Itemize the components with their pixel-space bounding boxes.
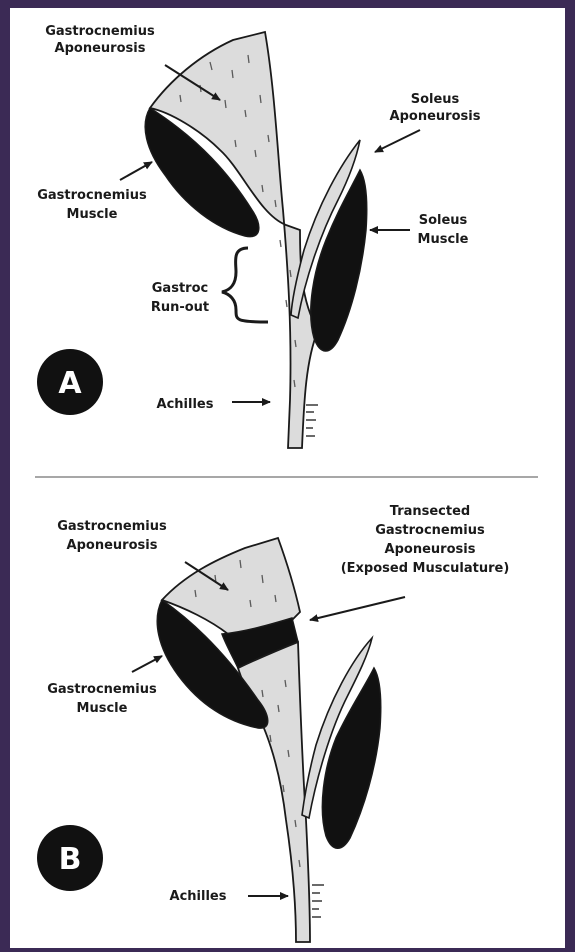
panel-b-achilles-ticks xyxy=(312,885,324,917)
panel-b-label-transected-1: Transected xyxy=(390,504,470,519)
panel-b-soleus-muscle xyxy=(322,668,380,848)
anatomy-diagram: A Gastrocnemius Aponeurosis Soleus Apone… xyxy=(10,8,565,948)
panel-b-label-gastroc-muscle-1: Gastrocnemius xyxy=(47,682,157,697)
panel-a-badge-label: A xyxy=(58,366,82,401)
panel-a-gastroc-aponeurosis xyxy=(150,32,318,448)
panel-a-label-runout-2: Run-out xyxy=(151,300,209,315)
panel-b-label-gastroc-apon-2: Aponeurosis xyxy=(67,538,158,553)
panel-a-label-soleus-apon-1: Soleus xyxy=(411,92,460,107)
panel-a-label-soleus-muscle-1: Soleus xyxy=(419,213,468,228)
panel-a-label-runout-1: Gastroc xyxy=(152,281,208,296)
panel-a-label-gastroc-apon-2: Aponeurosis xyxy=(55,41,146,56)
panel-b-label-transected-2: Gastrocnemius xyxy=(375,523,485,538)
panel-b-label-transected-3: Aponeurosis xyxy=(385,542,476,557)
panel-b: B Gastrocnemius Aponeurosis Transected G… xyxy=(37,504,509,942)
panel-a-arrow-soleus-apon xyxy=(375,130,420,152)
panel-b-label-achilles: Achilles xyxy=(170,889,227,904)
panel-a: A Gastrocnemius Aponeurosis Soleus Apone… xyxy=(37,24,481,448)
panel-b-label-transected-4: (Exposed Musculature) xyxy=(341,561,510,576)
panel-a-label-soleus-apon-2: Aponeurosis xyxy=(390,109,481,124)
panel-a-achilles-ticks xyxy=(306,405,318,436)
panel-a-runout-brace xyxy=(222,248,268,322)
panel-a-label-soleus-muscle-2: Muscle xyxy=(418,232,469,247)
panel-a-label-gastroc-muscle-1: Gastrocnemius xyxy=(37,188,147,203)
panel-a-label-gastroc-apon-1: Gastrocnemius xyxy=(45,24,155,39)
panel-b-label-gastroc-muscle-2: Muscle xyxy=(77,701,128,716)
panel-a-label-achilles: Achilles xyxy=(157,397,214,412)
panel-b-badge-label: B xyxy=(59,842,82,877)
panel-a-arrow-gastroc-muscle xyxy=(120,162,152,180)
figure-frame: A Gastrocnemius Aponeurosis Soleus Apone… xyxy=(10,8,565,948)
panel-b-arrow-transected xyxy=(310,597,405,620)
panel-b-arrow-gastroc-muscle xyxy=(132,656,162,672)
panel-b-label-gastroc-apon-1: Gastrocnemius xyxy=(57,519,167,534)
panel-a-label-gastroc-muscle-2: Muscle xyxy=(67,207,118,222)
